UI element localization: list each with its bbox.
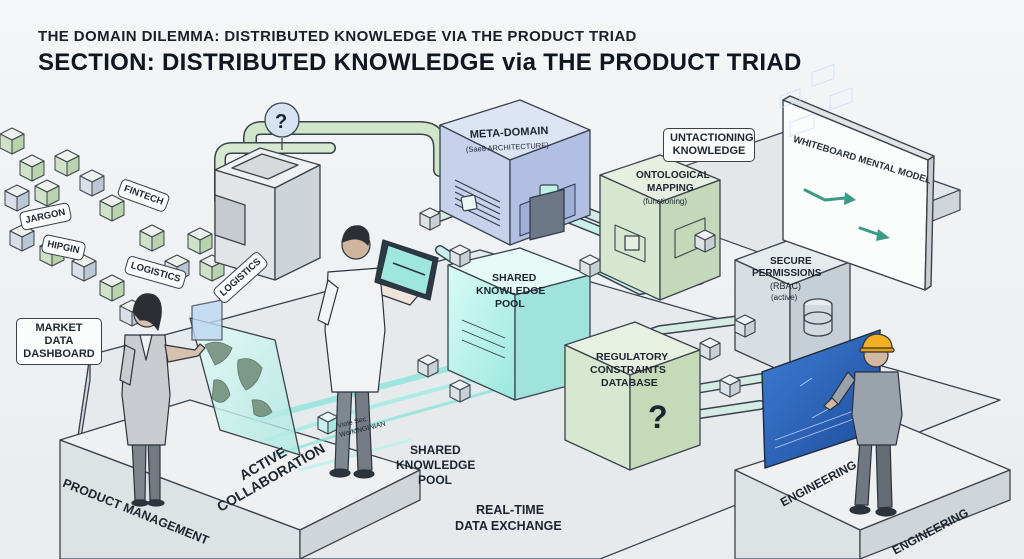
meta-domain-label: META-DOMAIN	[470, 125, 549, 141]
shared-knowledge-pool-cube	[447, 188, 591, 401]
ontological-label-2: MAPPING	[647, 183, 694, 194]
ontological-label-1: ONTOLOGICAL	[636, 170, 710, 181]
pool-box-label-3: POOL	[495, 298, 525, 310]
meta-domain-sublabel: (Sae8 ARCHITECTURE)	[466, 141, 550, 154]
secure-label-1: SECURE	[770, 256, 812, 267]
untactioning-line-1: UNTACTIONING	[670, 132, 754, 144]
untactioning-knowledge-tag: UNTACTIONING KNOWLEDGE	[663, 128, 755, 162]
question-marker-top	[264, 102, 300, 150]
realtime-label-1: REAL-TIME	[476, 503, 544, 517]
floor-pool-label-1: SHARED	[410, 443, 461, 457]
market-data-dashboard-tag: MARKET DATA DASHBOARD	[16, 318, 102, 365]
pool-box-label-1: SHARED	[492, 272, 537, 284]
connector-blocks	[317, 207, 756, 435]
meta-domain-box	[439, 99, 591, 246]
floor-pool-label-3: POOL	[418, 473, 452, 487]
product-manager-figure	[119, 293, 206, 507]
intake-machine	[214, 147, 321, 281]
secure-label-2: PERMISSIONS	[752, 268, 822, 279]
engineer-figure	[823, 333, 903, 517]
realtime-label-2: DATA EXCHANGE	[455, 519, 562, 533]
secure-label-4: (active)	[771, 293, 798, 302]
market-line-2: DASHBOARD	[23, 348, 95, 360]
untactioning-line-2: KNOWLEDGE	[672, 145, 746, 157]
regulatory-question-icon: ?	[648, 399, 668, 435]
regulatory-label-1: REGULATORY	[596, 351, 668, 363]
whiteboard	[782, 95, 935, 291]
market-line-1: MARKET DATA	[35, 322, 83, 347]
ontological-label-3: (functioning)	[643, 197, 687, 206]
regulatory-label-2: CONSTRAINTS	[590, 364, 666, 376]
page-title: SECTION: DISTRIBUTED KNOWLEDGE via THE P…	[38, 49, 802, 76]
scene-labels: META-DOMAIN (Sae8 ARCHITECTURE) ONTOLOGI…	[275, 111, 822, 533]
tablet-device	[374, 239, 439, 301]
ontological-mapping-box	[599, 154, 721, 301]
market-data-hologram	[189, 299, 301, 456]
top-question-icon: ?	[275, 111, 287, 133]
secure-label-3: (RBAC)	[770, 281, 801, 291]
floor-pool-label-2: KNOWLEDGE	[396, 458, 475, 472]
pool-box-label-2: KNOWLEDGE	[476, 285, 545, 297]
regulatory-label-3: DATABASE	[601, 377, 658, 389]
page-subtitle: THE DOMAIN DILEMMA: DISTRIBUTED KNOWLEDG…	[38, 28, 637, 45]
regulatory-database-box	[564, 321, 701, 471]
